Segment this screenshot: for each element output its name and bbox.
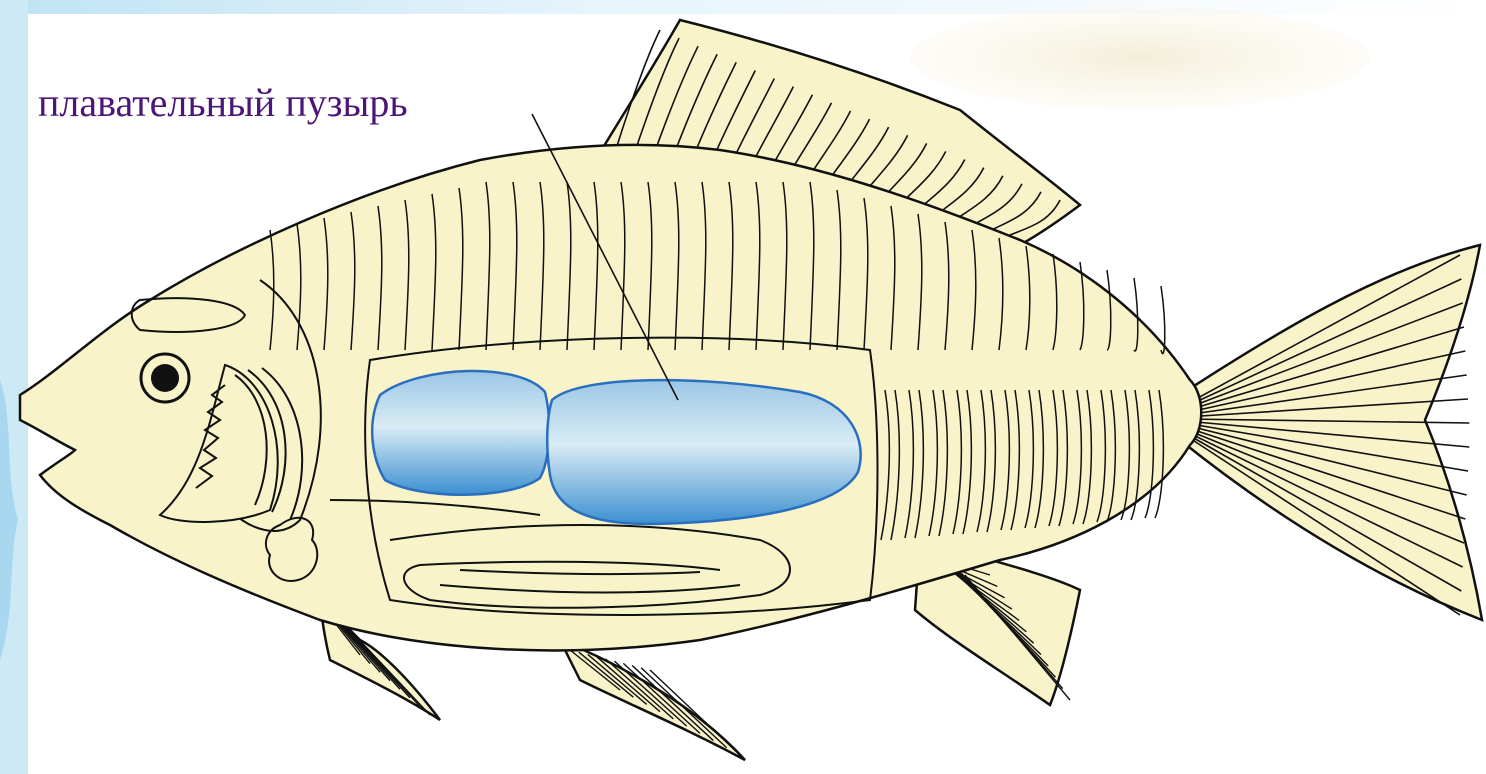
swim-bladder-front-chamber: [372, 371, 549, 495]
eye: [141, 354, 189, 402]
top-water-strip: [0, 0, 1486, 14]
left-water-strip: [0, 0, 28, 774]
eye-pupil: [151, 364, 179, 392]
caudal-fin: [1180, 245, 1482, 620]
swim-bladder-rear-chamber: [547, 380, 860, 524]
sand-patch: [910, 6, 1370, 110]
swim-bladder-label: плавательный пузырь: [38, 80, 408, 126]
